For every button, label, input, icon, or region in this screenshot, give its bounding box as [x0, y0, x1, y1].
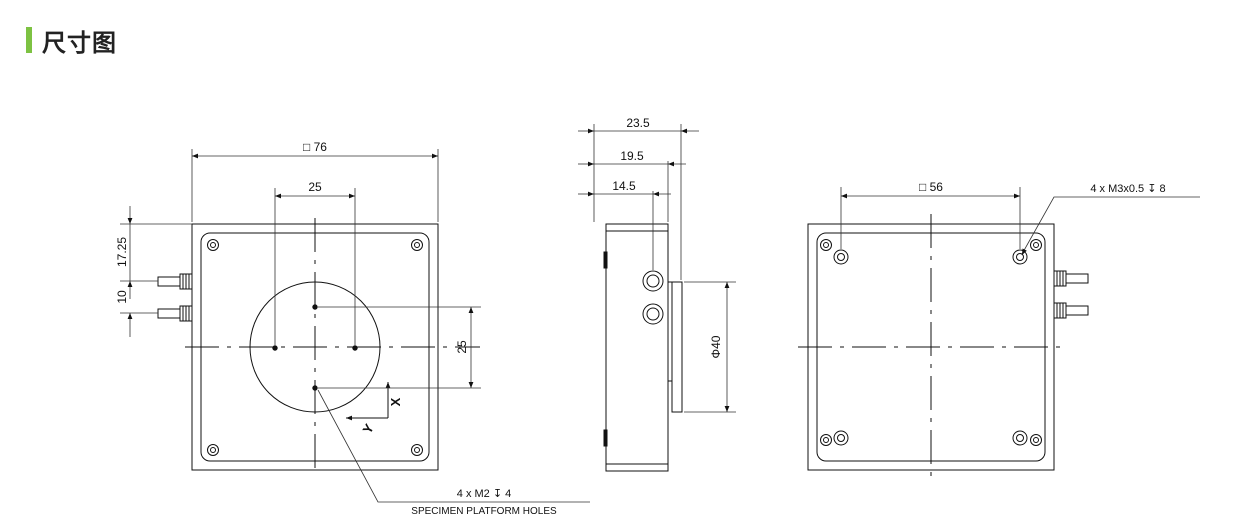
front-callout-line2: SPECIMEN PLATFORM HOLES — [411, 506, 557, 517]
axis-x-label: X — [388, 397, 403, 406]
side-dim-total-label: 23.5 — [626, 116, 650, 130]
front-hole-spacing-label: 25 — [308, 180, 322, 194]
back-corner-screw-tl-icon — [820, 239, 832, 251]
back-corner-screw-br-icon — [1030, 434, 1042, 446]
front-corner-screw-br-icon — [411, 444, 423, 456]
back-view — [798, 214, 1089, 480]
front-view — [157, 218, 480, 476]
back-connector-bottom — [1053, 302, 1089, 319]
title-accent-bar — [26, 27, 32, 53]
side-view-labels: 23.5 19.5 14.5 Φ40 — [612, 116, 723, 358]
front-view-dimensions — [120, 149, 590, 503]
front-corner-screw-tl-icon — [207, 239, 219, 251]
front-callout-leader — [317, 389, 590, 503]
side-body-outline — [605, 223, 669, 472]
platform-hole-left — [272, 345, 278, 351]
side-clip-bottom — [603, 429, 608, 447]
side-dim-mid-label: 19.5 — [620, 149, 644, 163]
back-callout-leader — [1021, 196, 1200, 255]
back-view-dimensions — [840, 187, 1200, 256]
axis-y-label: Y — [359, 421, 376, 436]
platform-hole-right — [352, 345, 358, 351]
side-view-dimensions — [578, 124, 736, 413]
side-dim-short-label: 14.5 — [612, 179, 636, 193]
back-hole-spacing-label: □ 56 — [919, 180, 943, 194]
front-view-labels: □ 76 25 25 17.25 10 X Y 4 x M2 ↧ 4 SPECI… — [115, 140, 557, 517]
side-connector-bottom-icon — [642, 303, 664, 325]
header: 尺寸图 — [26, 24, 117, 57]
side-view — [603, 223, 683, 472]
side-platform-disc — [671, 281, 683, 413]
front-connector-spacing-label: 10 — [115, 290, 129, 304]
side-rail — [667, 281, 673, 382]
front-vertical-spacing-label: 25 — [455, 340, 469, 354]
back-mount-hole-tl-icon — [833, 249, 849, 265]
back-mount-hole-tr-icon — [1012, 249, 1028, 265]
side-connector-top-icon — [642, 270, 664, 292]
back-corner-screw-bl-icon — [820, 434, 832, 446]
back-callout-label: 4 x M3x0.5 ↧ 8 — [1090, 183, 1165, 195]
front-corner-screw-tr-icon — [411, 239, 423, 251]
page-title: 尺寸图 — [42, 28, 117, 57]
back-corner-screw-tr-icon — [1030, 239, 1042, 251]
side-clip-top — [603, 251, 608, 269]
back-mount-hole-bl-icon — [833, 430, 849, 446]
back-view-labels: □ 56 4 x M3x0.5 ↧ 8 — [919, 180, 1166, 195]
back-connector-top — [1053, 270, 1089, 287]
front-connector-bottom — [157, 305, 193, 322]
front-callout-line1: 4 x M2 ↧ 4 — [457, 488, 511, 500]
side-diameter-label: Φ40 — [709, 335, 723, 358]
front-corner-screw-bl-icon — [207, 444, 219, 456]
back-mount-hole-br-icon — [1012, 430, 1028, 446]
front-connector-top — [157, 273, 193, 290]
front-edge-offset-label: 17.25 — [115, 237, 129, 267]
front-width-label: □ 76 — [303, 140, 327, 154]
